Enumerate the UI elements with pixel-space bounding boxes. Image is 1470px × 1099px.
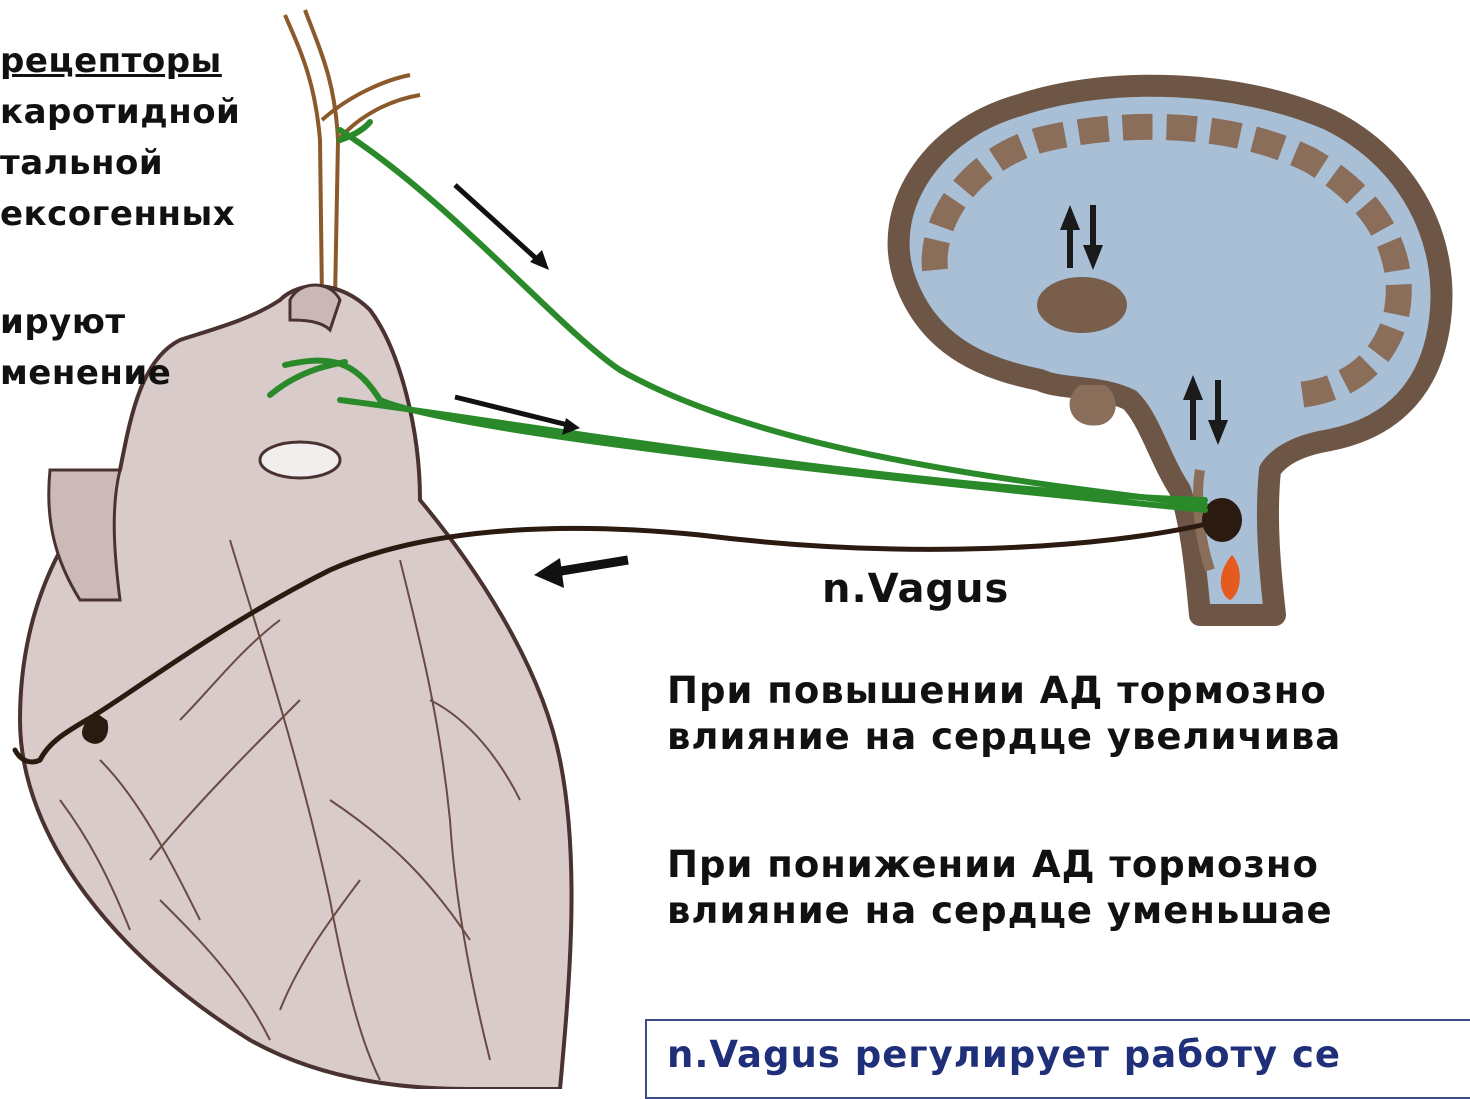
right-arrow-icon [455,185,549,270]
receptors-label-line-6: менение [0,356,171,390]
statement-decrease: При понижении АД тормозно влияние на сер… [667,842,1470,934]
receptors-label-line-3: тальной [0,146,163,180]
statement-increase: При повышении АД тормозно влияние на сер… [667,668,1470,760]
receptors-label-line-4: ексогенных [0,197,235,231]
nerve-label: n.Vagus [822,566,1009,612]
receptors-label-line-5: ируют [0,305,126,339]
summary-box: n.Vagus регулирует работу се [645,1019,1470,1099]
carotid-artery [285,10,420,300]
brain-illustration [899,86,1442,615]
receptors-label-line-1: рецепторы [0,44,222,78]
receptors-label-line-2: каротидной [0,95,240,129]
left-arrow-icon [534,558,628,588]
summary-text: n.Vagus регулирует работу се [667,1033,1341,1076]
